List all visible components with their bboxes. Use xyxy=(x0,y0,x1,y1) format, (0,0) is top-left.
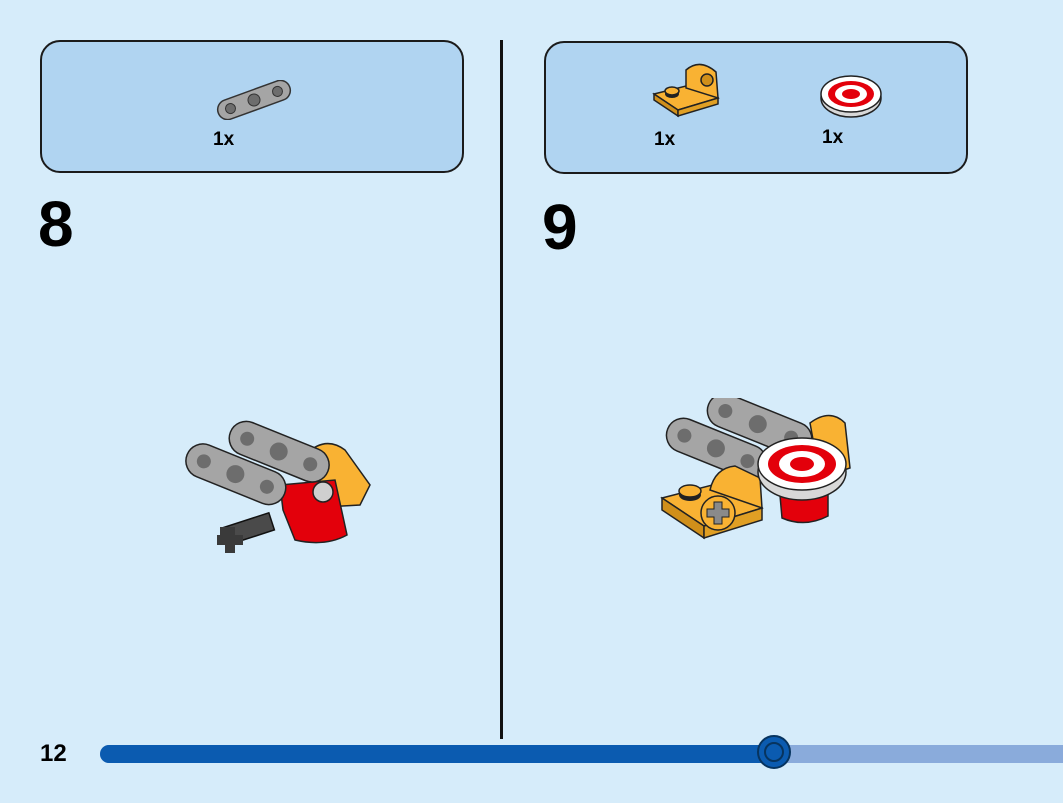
step-number: 9 xyxy=(542,191,578,263)
part-quantity: 1x xyxy=(213,129,235,150)
page-number: 12 xyxy=(40,740,67,767)
parts-box-step-9: 1x 1x xyxy=(544,41,968,174)
step-divider xyxy=(500,40,503,739)
step-9-assembly-illustration xyxy=(660,398,851,540)
progress-bar xyxy=(100,735,1063,769)
parts-box-step-8: 1x xyxy=(40,40,464,173)
target-tile-icon xyxy=(820,75,882,118)
step-number: 8 xyxy=(38,188,74,260)
part-quantity: 1x xyxy=(654,129,676,150)
step-8-assembly-illustration xyxy=(185,420,371,553)
progress-bar-fill xyxy=(100,745,775,763)
part-quantity: 1x xyxy=(822,127,844,148)
gray-beam-icon xyxy=(216,80,292,120)
yellow-plate-icon xyxy=(652,63,720,118)
progress-marker xyxy=(757,735,792,769)
